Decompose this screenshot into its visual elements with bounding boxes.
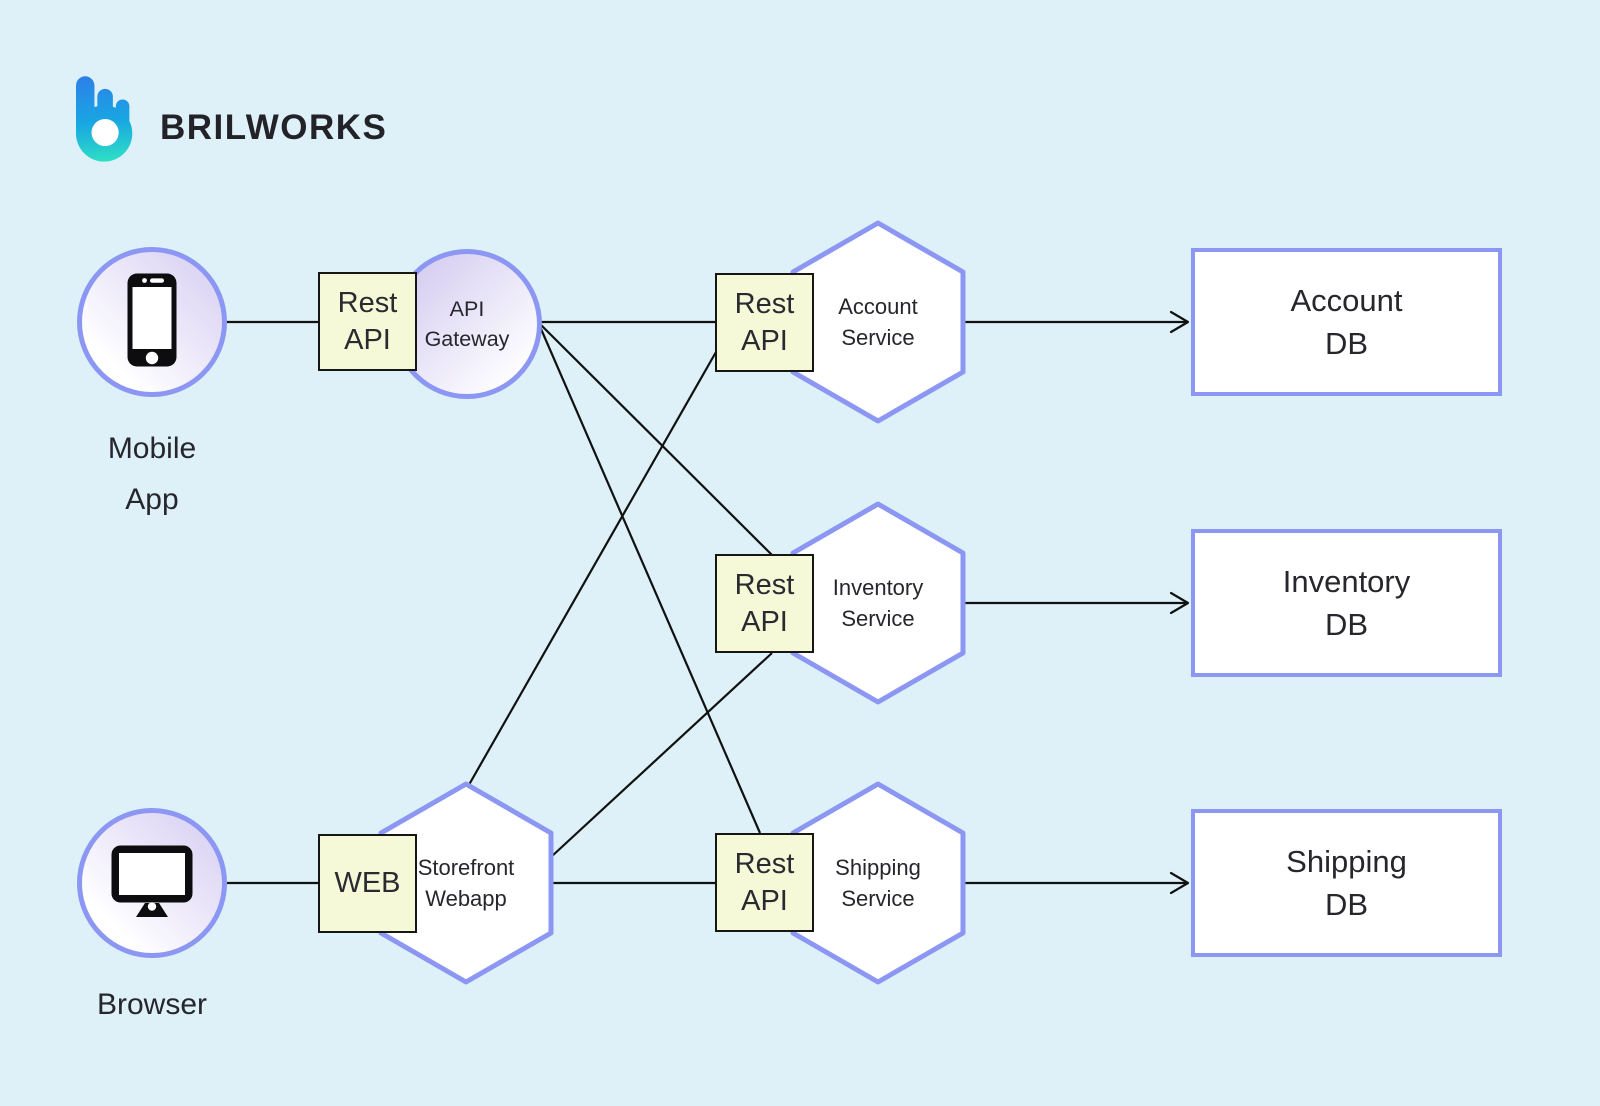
rest-api-box-shipping: Rest API	[715, 833, 814, 932]
web-box-storefront: WEB	[318, 834, 417, 933]
account-service-node: Account Service	[788, 218, 968, 426]
mobile-app-node	[77, 247, 227, 397]
shipping-service-label: Shipping Service	[835, 855, 921, 911]
inventory-db-node: Inventory DB	[1191, 529, 1502, 677]
mobile-app-label: Mobile App	[107, 432, 197, 516]
edge-storefront-account-api	[465, 351, 717, 791]
shipping-db-node: Shipping DB	[1191, 809, 1502, 957]
arrowhead-inventory-db	[1169, 591, 1190, 615]
browser-node	[77, 808, 227, 958]
rest-api-box-inventory: Rest API	[715, 554, 814, 653]
arrowhead-shipping-db	[1169, 871, 1190, 895]
browser-label: Browser	[96, 988, 208, 1021]
edge-gateway-shipping-api	[536, 321, 762, 834]
account-db-node: Account DB	[1191, 248, 1502, 396]
account-service-label: Account Service	[838, 294, 918, 350]
storefront-webapp-node: Storefront Webapp	[376, 779, 556, 987]
rest-api-box-gateway: Rest API	[318, 272, 417, 371]
arrowhead-account-db	[1169, 310, 1190, 334]
inventory-service-node: Inventory Service	[788, 499, 968, 707]
brilworks-b-icon	[76, 72, 142, 169]
edge-gateway-inventory-api	[537, 321, 773, 556]
api-gateway-label: API Gateway	[424, 297, 510, 351]
monitor-icon	[111, 845, 193, 922]
api-gateway-node: API Gateway	[392, 249, 542, 399]
rest-api-box-account: Rest API	[715, 273, 814, 372]
smartphone-icon	[127, 273, 177, 372]
brand-name: BRILWORKS	[160, 107, 388, 147]
edge-storefront-inventory-api	[550, 652, 773, 858]
storefront-webapp-label: Storefront Webapp	[417, 855, 515, 911]
inventory-service-label: Inventory Service	[832, 575, 924, 631]
brand: BRILWORKS	[76, 72, 387, 169]
shipping-service-node: Shipping Service	[788, 779, 968, 987]
